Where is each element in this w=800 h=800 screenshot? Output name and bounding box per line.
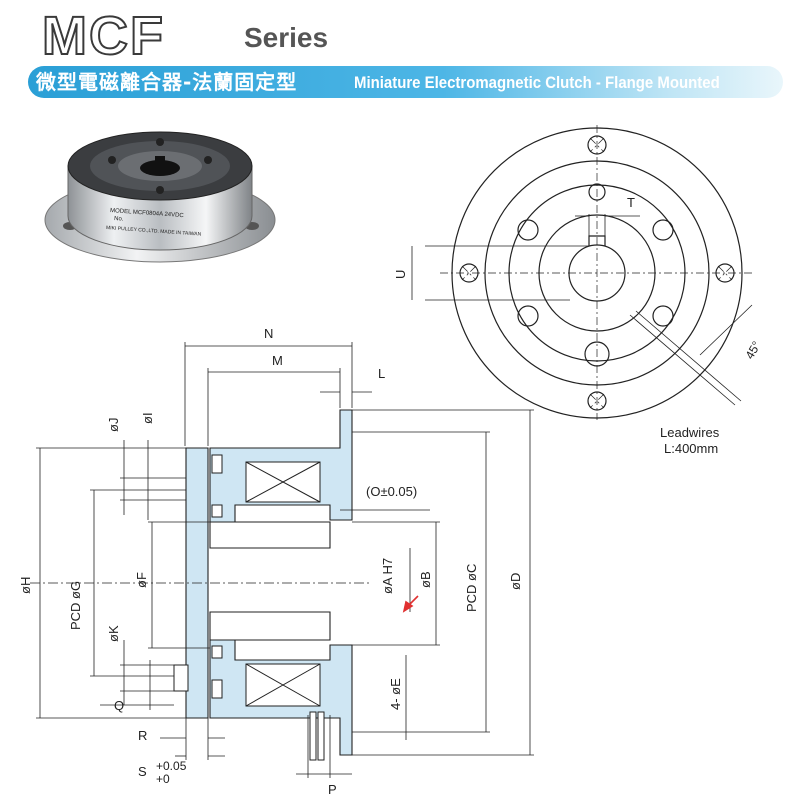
front-view-drawing: T U 45° Leadwires L:400mm [393,125,764,456]
dim-S-tol-lower: +0 [156,772,170,786]
dim-A: øA H7 [380,558,395,594]
product-photo: MODEL MCF0804A 24VDC No. MIKI PULLEY CO.… [44,131,276,263]
photo-nameplate-2: No. [114,216,124,223]
dim-H: øH [18,577,33,594]
dim-G: PCD øG [68,581,83,630]
dim-M: M [272,353,283,368]
dim-U: U [393,270,408,279]
dim-D: øD [508,573,523,590]
dim-I: øI [140,412,155,424]
dim-R: R [138,728,147,743]
series-title: MCF [41,6,165,66]
dim-Q: Q [114,698,124,713]
dim-N: N [264,326,273,341]
dim-C: PCD øC [464,564,479,612]
series-subtitle: Series [244,22,329,53]
dim-P: P [328,782,337,797]
leadwires-label: Leadwires [660,425,720,440]
dim-S: S [138,764,147,779]
dim-T: T [627,195,635,210]
banner-english-text: Miniature Electromagnetic Clutch - Flang… [354,73,720,92]
banner-chinese-text: 微型電磁離合器-法蘭固定型 [36,70,298,94]
photo-nameplate-1: MODEL MCF0804A 24VDC [110,208,185,219]
dim-S-tol-upper: +0.05 [156,759,187,773]
title-banner [28,66,783,98]
dim-angle: 45° [742,339,763,362]
dim-J: øJ [106,418,121,432]
dim-E: 4- øE [388,678,403,710]
photo-bore [140,160,180,176]
leadwires-length: L:400mm [664,441,718,456]
dim-K: øK [106,625,121,642]
dim-B: øB [418,571,433,588]
dim-O: (O±0.05) [366,484,417,499]
dim-L: L [378,366,385,381]
dim-F: øF [134,572,149,588]
section-view-drawing: N M L øJ øI øH PCD øG øF øK Q R S +0.05 … [18,326,534,797]
